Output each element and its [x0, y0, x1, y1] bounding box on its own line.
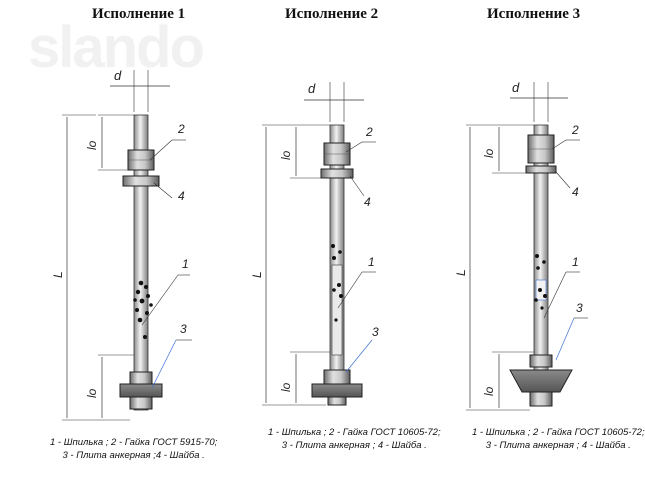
variant-2-caption: 1 - Шпилька ; 2 - Гайка ГОСТ 10605-72; 3… — [268, 426, 441, 452]
dim-d: d — [512, 80, 520, 95]
callout-2: 2 — [177, 122, 185, 136]
bottom-nut-lower — [529, 391, 553, 407]
callout-2: 2 — [365, 125, 373, 139]
dim-lo-bottom: lo — [482, 386, 496, 396]
anchor-cone — [509, 369, 573, 393]
top-washer — [320, 168, 354, 179]
caption-line-1: 1 - Шпилька ; 2 - Гайка ГОСТ 5915-70; — [50, 437, 218, 448]
bottom-nut-lower — [129, 396, 153, 410]
callout-1: 1 — [368, 255, 375, 269]
variant-3-caption: 1 - Шпилька ; 2 - Гайка ГОСТ 10605-72; 3… — [472, 426, 645, 452]
stud-rod — [329, 124, 345, 401]
callout-4: 4 — [364, 195, 371, 209]
top-washer — [525, 165, 557, 174]
anchor-plate — [311, 383, 363, 398]
weld-marks — [331, 244, 343, 322]
weld-marks — [534, 254, 547, 310]
caption-line-2: 3 - Плита анкерная ;4 - Шайба . — [62, 450, 205, 461]
dim-lo-top: lo — [85, 140, 99, 150]
dim-lo-bottom: lo — [279, 382, 293, 392]
weld-marks — [133, 280, 153, 339]
bottom-nut-upper — [529, 354, 553, 368]
dim-d: d — [114, 68, 122, 83]
caption-line-1: 1 - Шпилька ; 2 - Гайка ГОСТ 10605-72; — [268, 427, 441, 438]
variant-2: d lo L lo 2 4 1 3 — [250, 81, 379, 406]
callout-4: 4 — [572, 185, 579, 199]
dim-lo-bottom: lo — [85, 388, 99, 398]
callout-3: 3 — [576, 301, 583, 315]
callout-3: 3 — [372, 325, 379, 339]
variant-3-title: Исполнение 3 — [487, 6, 581, 22]
callout-4: 4 — [178, 189, 185, 203]
callout-3: 3 — [180, 322, 187, 336]
dim-L: L — [51, 271, 65, 278]
callout-2: 2 — [571, 123, 579, 137]
bottom-nut-upper — [323, 369, 351, 385]
variant-1-title: Исполнение 1 — [92, 6, 186, 22]
anchor-plate — [119, 383, 163, 398]
dim-L: L — [454, 269, 468, 276]
variant-2-title: Исполнение 2 — [285, 6, 379, 22]
caption-line-1: 1 - Шпилька ; 2 - Гайка ГОСТ 10605-72; — [472, 427, 645, 438]
top-washer — [122, 175, 160, 187]
variant-3: d lo L lo 2 4 1 3 — [454, 80, 588, 411]
dim-lo-top: lo — [482, 148, 496, 158]
variant-1-caption: 1 - Шпилька ; 2 - Гайка ГОСТ 5915-70; 3 … — [50, 436, 217, 462]
bottom-nut-upper — [129, 371, 153, 385]
callout-1: 1 — [182, 257, 189, 271]
caption-line-2: 3 - Плита анкерная ; 4 - Шайба . — [485, 440, 631, 451]
variant-1: d lo L lo 2 4 1 3 — [51, 68, 192, 421]
callout-1: 1 — [572, 255, 579, 269]
dim-lo-top: lo — [279, 150, 293, 160]
dim-d: d — [308, 81, 316, 96]
dim-L: L — [250, 271, 264, 278]
watermark: slando — [28, 15, 205, 80]
caption-line-2: 3 - Плита анкерная ; 4 - Шайба . — [281, 440, 427, 451]
